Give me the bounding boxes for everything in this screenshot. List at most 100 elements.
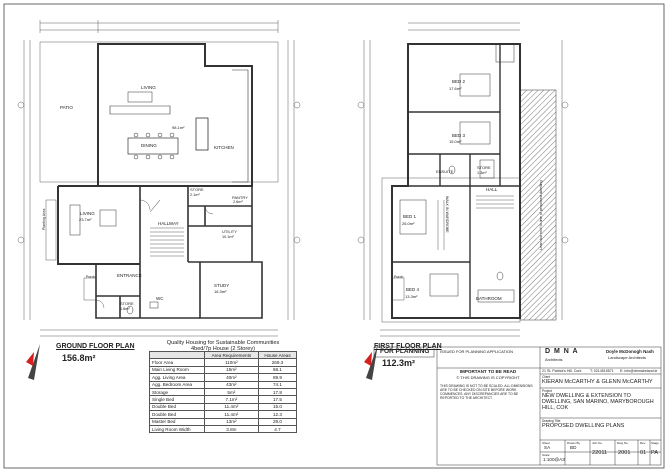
table-cell: Agg. Bedroom Area [149, 380, 205, 389]
stage: PA [651, 450, 659, 456]
title-block-frame [436, 346, 662, 466]
room-label: UTILITY [222, 229, 237, 234]
room-label: Porch [394, 275, 404, 279]
room-area: 98.1m² [172, 125, 185, 130]
first-floor-area: 112.3m² [382, 358, 416, 368]
table-cell: 110m² [203, 358, 259, 367]
quality-table-caption: Quality Housing for Sustainable Communit… [149, 340, 297, 352]
table-cell: 3.8m [203, 424, 259, 434]
table-cell: Single Bed [149, 395, 205, 404]
office-phone: T: 0214515571 [590, 369, 614, 373]
table-header: Area Requirements [203, 350, 259, 360]
room-label: ENTRANCE [117, 273, 142, 278]
room-area: 26.0m² [402, 221, 415, 226]
room-label: Planting Area [42, 208, 46, 230]
revision-note: ISSUED FOR PLANNING APPLICATION [440, 349, 514, 354]
project-label: Project [542, 389, 552, 393]
table-cell: Double Bed [149, 402, 205, 412]
table-header: House Areas [257, 350, 298, 360]
first-floor-title: FIRST FLOOR PLAN [374, 343, 442, 350]
drawing-title: PROPOSED DWELLING PLANS [542, 423, 625, 429]
architect-logo: D M N A [545, 348, 579, 355]
room-label: BED 3 [452, 133, 466, 138]
table-cell: 17.8 [257, 387, 298, 397]
table-cell: 15m² [203, 365, 259, 375]
landscape-name: Doyle McDonogh Nash [606, 349, 654, 354]
room-area: 17.6m² [449, 86, 462, 91]
table-cell: 17.5 [257, 395, 298, 404]
quality-housing-table: Area Requirements House Areas Floor Area… [149, 350, 298, 434]
room-area: 2.6m² [233, 200, 243, 204]
north-arrow-first [364, 344, 378, 380]
room-label: BED 1 [403, 214, 417, 219]
dwg-label: Dwg No. [617, 441, 629, 445]
rev-label: Rev [640, 441, 646, 445]
table-cell: 89.9 [257, 373, 298, 382]
ground-floor-plan [17, 20, 301, 337]
architect-sub: Architects [545, 357, 563, 362]
room-label: LIVING [80, 211, 95, 216]
quality-table-title: Quality Housing for Sustainable Communit… [166, 340, 280, 346]
table-cell: Floor Area [149, 358, 205, 367]
table-cell: 29.0 [257, 417, 298, 426]
revision: 01 [640, 450, 647, 456]
table-cell: Double Bed [149, 410, 205, 419]
room-label: LIVING [141, 85, 156, 90]
room-label: HALLWAY [158, 221, 179, 226]
room-label: PANTRY [232, 195, 248, 200]
office-address: 21 St. Patrick's Hill, Cork [542, 369, 582, 373]
room-label: BED 2 [452, 79, 466, 84]
drawing-notes: THIS DRAWING IS NOT TO BE SCALED. ALL DI… [440, 384, 533, 400]
quality-table-subtitle: 4bed/7p House (2 Storey) [190, 346, 256, 352]
room-label: WALK IN WARDROBE [445, 196, 449, 233]
table-header-row: Area Requirements House Areas [149, 350, 298, 360]
ground-floor-title: GROUND FLOOR PLAN [56, 343, 135, 350]
drawn-label: Drawn By [567, 441, 581, 445]
table-cell: 12.3 [257, 410, 298, 419]
room-area: 1.3m² [477, 171, 487, 175]
project-name: NEW DWELLING & EXTENSION TO DWELLING, SA… [542, 393, 654, 411]
room-label: STUDY [214, 283, 230, 288]
copyright-note: © THIS DRAWING IS COPYRIGHT [456, 375, 520, 380]
lean-to-hatch [519, 89, 557, 321]
room-area: 2.1m² [190, 193, 200, 197]
table-cell: 5m² [203, 387, 259, 397]
ground-floor-area: 156.8m² [62, 353, 96, 363]
room-label: DINING [141, 143, 157, 148]
first-floor-plan [357, 22, 569, 337]
table-cell: Master Bed [149, 417, 205, 426]
job-label: Job No. [592, 441, 603, 445]
room-area: 1.8m² [120, 307, 130, 311]
north-arrow-ground [26, 344, 40, 380]
room-area: 10.1m² [222, 235, 234, 239]
room-label: Porch [86, 275, 96, 279]
table-header [149, 350, 205, 360]
table-cell: 11.4m² [203, 410, 259, 419]
room-label: HALL [486, 187, 498, 192]
table-cell: 40m² [203, 373, 259, 382]
table-cell: Living Room Width [149, 424, 205, 434]
important-title: IMPORTANT TO BE READ [459, 369, 517, 374]
hatch-note: Lean-too roof to line of proposed dwelli… [539, 180, 543, 250]
room-area: 13.3m² [405, 294, 418, 299]
room-area: 16.3m² [214, 289, 227, 294]
room-label: WC [156, 296, 164, 301]
table-cell: 74.1 [257, 380, 298, 389]
table-cell: 15.0 [257, 402, 298, 412]
table-cell: 7.1m² [203, 395, 259, 404]
room-label: STORE [120, 301, 134, 306]
room-label: KITCHEN [214, 145, 234, 150]
office-email: E: info@dmnaireland.ie [620, 369, 658, 373]
stage-label: Stage [651, 441, 659, 445]
table-cell: 4.7 [257, 424, 298, 434]
drawing-scale: 1:100@A3 [543, 457, 565, 462]
room-label: PATIO [60, 105, 73, 110]
